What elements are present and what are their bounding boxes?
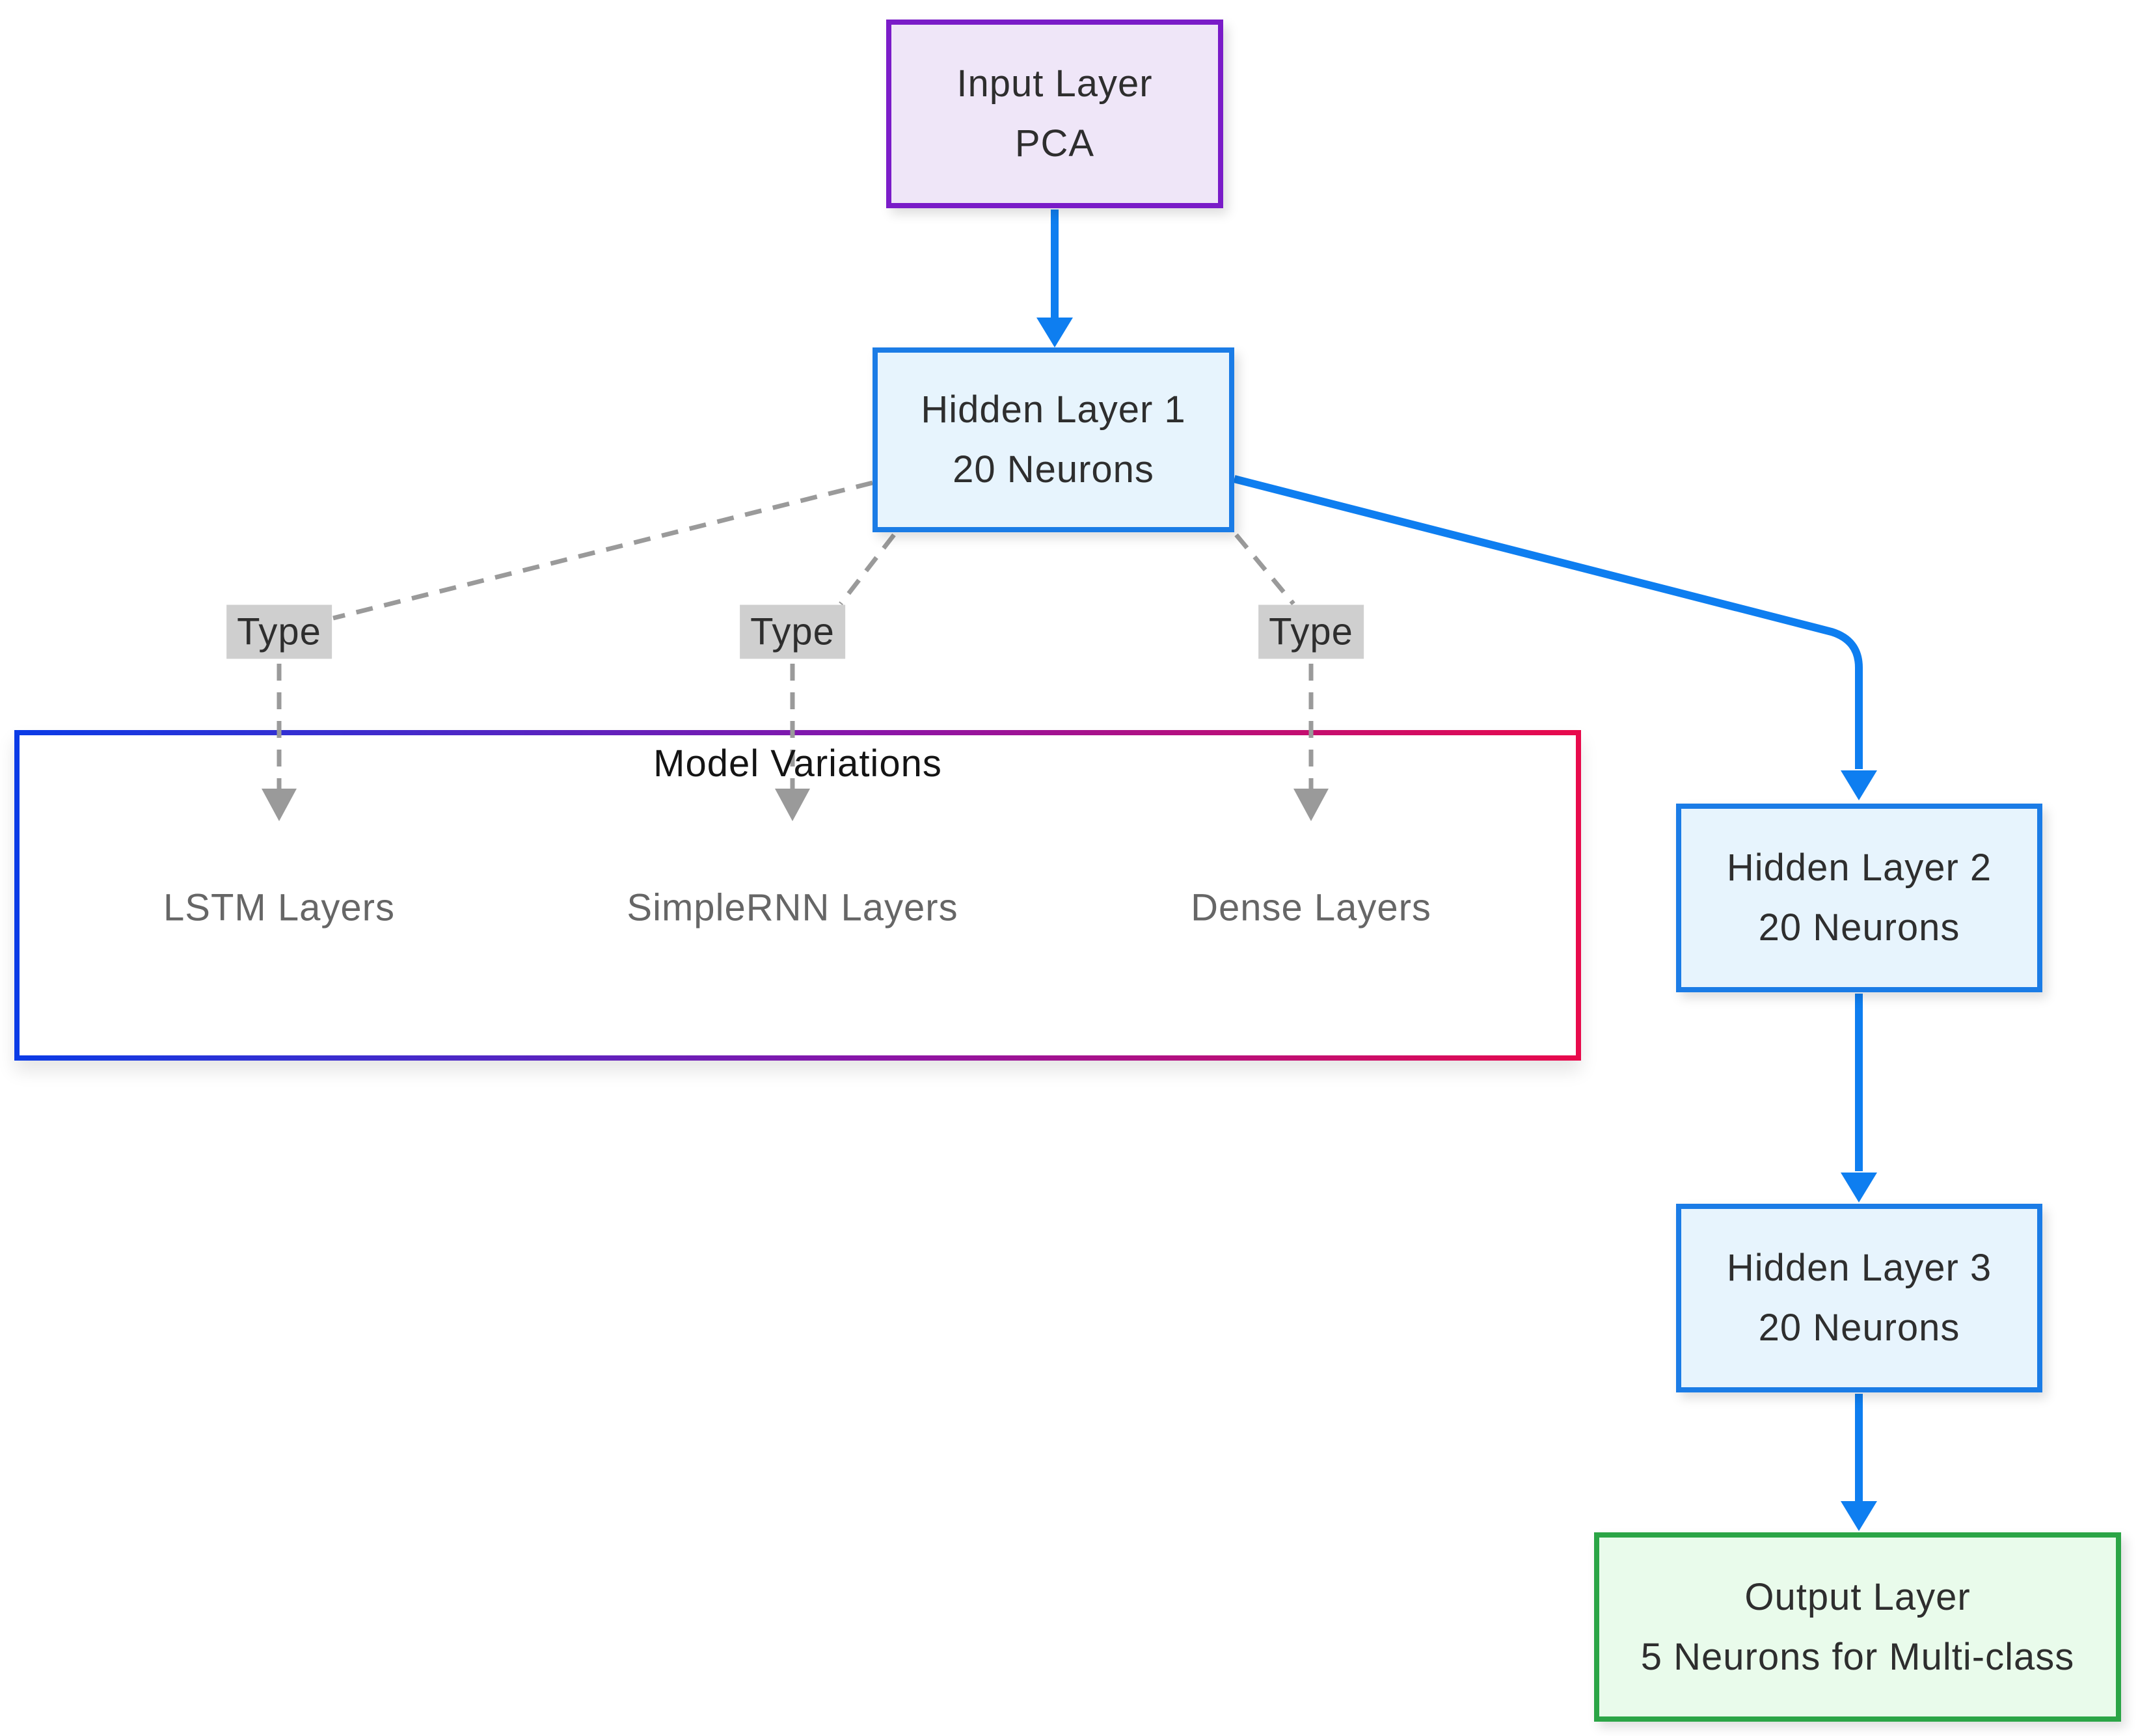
edge-hidden1-to-type-left	[332, 480, 873, 621]
edge-label-type-mid: Type	[740, 604, 845, 659]
edge-hidden1-to-hidden2	[1233, 475, 1863, 769]
node-input-layer-subtitle: PCA	[1014, 122, 1095, 165]
node-input-layer: Input Layer PCA	[886, 20, 1223, 208]
node-hidden-layer-3-title: Hidden Layer 3	[1726, 1247, 1992, 1289]
node-hidden-layer-3: Hidden Layer 3 20 Neurons	[1676, 1204, 2042, 1392]
group-item-dense-layers: Dense Layers	[1191, 886, 1431, 929]
node-hidden-layer-3-subtitle: 20 Neurons	[1758, 1307, 1960, 1349]
node-hidden-layer-1-title: Hidden Layer 1	[921, 388, 1186, 431]
node-output-layer: Output Layer 5 Neurons for Multi-class	[1594, 1532, 2121, 1722]
arrowhead-hidden3-to-output	[1841, 1501, 1877, 1531]
group-title: Model Variations	[653, 742, 942, 785]
node-hidden-layer-2-subtitle: 20 Neurons	[1758, 906, 1960, 949]
arrowhead-lstm	[262, 789, 297, 821]
node-hidden-layer-2-title: Hidden Layer 2	[1726, 847, 1992, 889]
arrowhead-simplernn	[775, 789, 810, 821]
node-output-layer-subtitle: 5 Neurons for Multi-class	[1640, 1635, 2075, 1678]
edge-hidden1-to-type-mid	[839, 533, 896, 606]
group-item-simplernn-layers: SimpleRNN Layers	[627, 886, 958, 929]
node-output-layer-title: Output Layer	[1744, 1575, 1971, 1618]
arrowhead-hidden1-to-hidden2	[1841, 770, 1877, 800]
node-hidden-layer-2: Hidden Layer 2 20 Neurons	[1676, 804, 2042, 992]
group-model-variations	[14, 730, 1581, 1061]
arrowhead-hidden2-to-hidden3	[1841, 1173, 1877, 1202]
node-hidden-layer-1-subtitle: 20 Neurons	[953, 448, 1154, 491]
node-input-layer-title: Input Layer	[956, 62, 1153, 105]
arrowhead-dense	[1293, 789, 1329, 821]
edge-hidden1-to-type-right	[1234, 533, 1295, 606]
node-hidden-layer-1: Hidden Layer 1 20 Neurons	[873, 347, 1234, 532]
arrowhead-input-to-hidden1	[1036, 318, 1073, 347]
edge-label-type-left: Type	[226, 604, 332, 659]
group-item-lstm-layers: LSTM Layers	[163, 886, 395, 929]
edge-label-type-right: Type	[1258, 604, 1364, 659]
